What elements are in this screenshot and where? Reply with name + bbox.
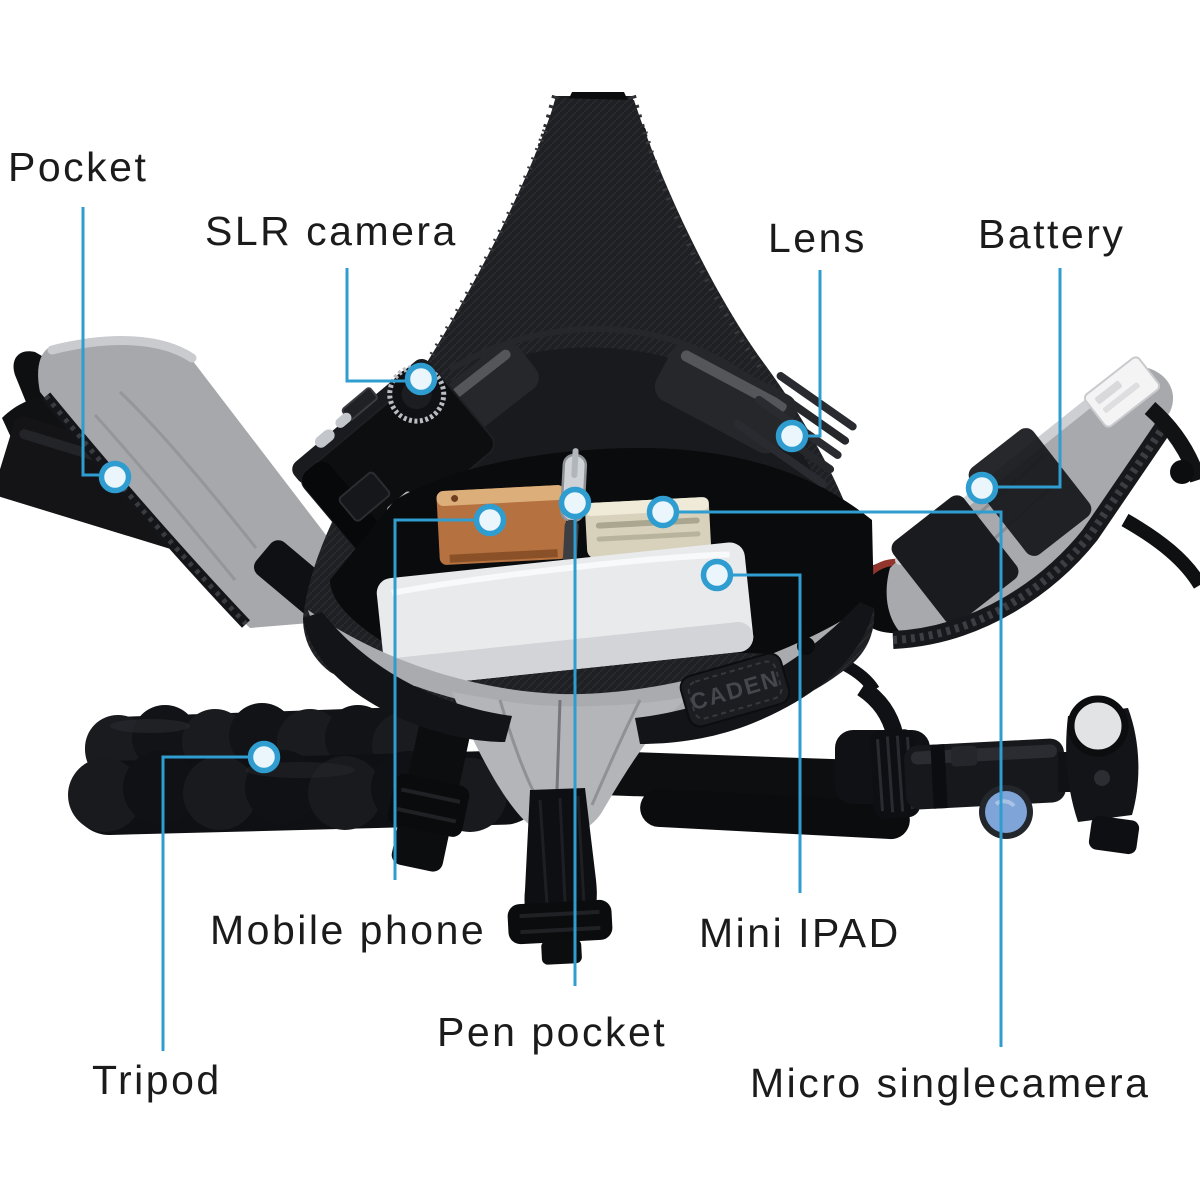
slr-camera xyxy=(292,358,495,555)
callout-dot xyxy=(473,503,507,537)
battery xyxy=(1083,356,1161,428)
callout-dot xyxy=(646,495,680,529)
hanging-strap xyxy=(507,788,613,965)
callout-mini-ipad: Mini IPAD xyxy=(699,558,901,956)
callout-label-slr-camera: SLR camera xyxy=(205,208,458,254)
callout-label-mini-ipad: Mini IPAD xyxy=(699,910,901,956)
tripod xyxy=(68,688,945,872)
callout-label-lens: Lens xyxy=(768,215,867,261)
leader-line xyxy=(161,755,250,1051)
callout-mobile-phone: Mobile phone xyxy=(210,503,507,953)
callout-dot xyxy=(965,471,999,505)
callout-battery: Battery xyxy=(965,211,1125,505)
callout-label-tripod: Tripod xyxy=(92,1057,222,1103)
leader-line xyxy=(677,510,1003,1047)
brand-patch: CADEN xyxy=(679,652,791,728)
callout-label-battery: Battery xyxy=(978,211,1125,257)
callout-micro-singlecamera: Micro singlecamera xyxy=(646,495,1150,1106)
callout-pocket: Pocket xyxy=(8,144,148,494)
leader-line xyxy=(81,207,101,477)
callout-tripod: Tripod xyxy=(92,740,281,1103)
callout-dot xyxy=(404,362,438,396)
right-side-pouch xyxy=(851,356,1200,649)
callout-label-micro-singlecamera: Micro singlecamera xyxy=(750,1060,1150,1106)
leader-line xyxy=(996,268,1062,489)
callout-dot xyxy=(775,419,809,453)
tablet-item xyxy=(376,542,754,688)
callout-dot xyxy=(558,486,592,520)
leader-line xyxy=(393,518,476,880)
front-flap xyxy=(452,692,690,835)
callout-slr-camera: SLR camera xyxy=(205,208,458,396)
callout-dot xyxy=(700,558,734,592)
leader-line xyxy=(806,270,822,438)
callout-dot xyxy=(247,740,281,774)
callout-pen-pocket: Pen pocket xyxy=(437,486,667,1055)
monopod-ballhead xyxy=(842,659,1140,855)
lens-compartment-ribs xyxy=(733,372,857,488)
callout-lens: Lens xyxy=(768,215,867,453)
callout-label-pen-pocket: Pen pocket xyxy=(437,1009,667,1055)
callout-label-pocket: Pocket xyxy=(8,144,148,190)
ballhead-knob xyxy=(985,791,1027,833)
callout-label-mobile-phone: Mobile phone xyxy=(210,907,486,953)
callout-dot xyxy=(98,460,132,494)
leader-line xyxy=(345,268,407,383)
leader-line xyxy=(731,573,802,893)
